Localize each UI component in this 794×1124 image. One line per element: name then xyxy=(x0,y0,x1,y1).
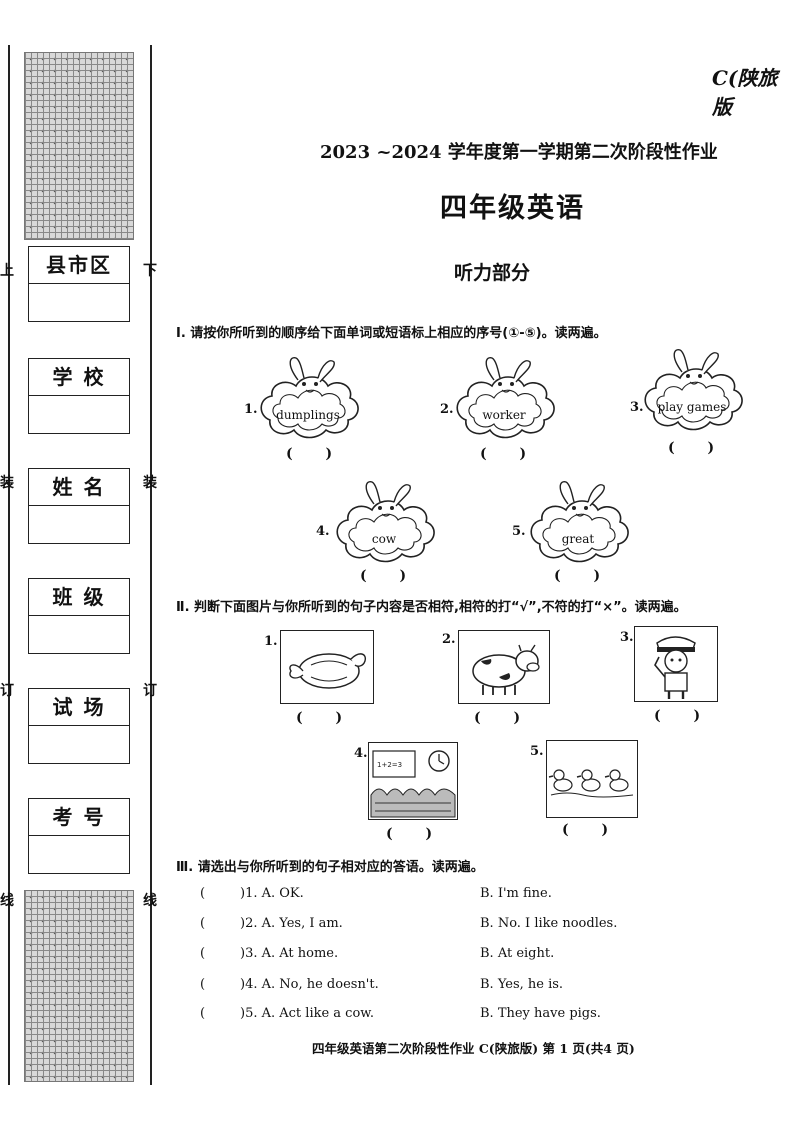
s3-row3-paren[interactable]: ( xyxy=(200,946,206,961)
roast-chicken-icon xyxy=(289,653,366,689)
s1-cloud-1: dumplings xyxy=(256,354,360,442)
s2-item4-number: 4. xyxy=(354,746,368,761)
section3-instruction: Ⅲ. 请选出与你所听到的句子相对应的答语。读两遍。 xyxy=(176,860,484,875)
page-footer: 四年级英语第二次阶段性作业 C(陕旅版) 第 1 页(共4 页) xyxy=(312,1041,635,1056)
cloud-icon xyxy=(336,480,435,563)
s1-word-4: cow xyxy=(371,532,397,546)
field-school[interactable]: 学 校 xyxy=(28,358,130,434)
s1-answer-5[interactable]: ( ) xyxy=(554,568,615,584)
s2-picture-5 xyxy=(546,740,638,818)
ducks-icon xyxy=(548,769,634,798)
field-label: 考 号 xyxy=(29,799,129,836)
field-label: 试 场 xyxy=(29,689,129,726)
subject-title: 四年级英语 xyxy=(440,193,585,224)
classroom-clock-icon: 1+2=3 xyxy=(370,750,456,818)
field-exam-room[interactable]: 试 场 xyxy=(28,688,130,764)
binding-mark-right-2: 装 xyxy=(143,475,157,491)
binding-line-right xyxy=(150,45,152,1085)
s2-item1-number: 1. xyxy=(264,634,278,649)
s2-answer-5[interactable]: ( ) xyxy=(562,822,623,838)
binding-mark-right-4: 线 xyxy=(143,893,157,909)
s2-answer-4[interactable]: ( ) xyxy=(386,826,447,842)
binding-mark-left-3: 订 xyxy=(0,683,14,699)
s3-row1-paren[interactable]: ( xyxy=(200,886,206,901)
s2-answer-1[interactable]: ( ) xyxy=(296,710,357,726)
s2-picture-3 xyxy=(634,626,718,702)
binding-line-left xyxy=(8,45,10,1085)
cloud-icon xyxy=(644,348,743,431)
s1-cloud-3: play games xyxy=(640,346,744,434)
field-county[interactable]: 县市区 xyxy=(28,246,130,322)
s1-answer-3[interactable]: ( ) xyxy=(668,440,729,456)
s1-answer-2[interactable]: ( ) xyxy=(480,446,541,462)
s1-word-5: great xyxy=(561,532,595,546)
field-label: 班 级 xyxy=(29,579,129,616)
s3-row4-option-b: B. Yes, he is. xyxy=(480,977,564,992)
binding-mark-left-4: 线 xyxy=(0,893,14,909)
field-label: 姓 名 xyxy=(29,469,129,506)
s3-row2-option-a: )2. A. Yes, I am. xyxy=(240,916,343,931)
cow-icon xyxy=(472,644,540,695)
s1-item5-number: 5. xyxy=(512,524,526,539)
version-label: C(陕旅版 xyxy=(712,66,778,119)
field-name[interactable]: 姓 名 xyxy=(28,468,130,544)
binding-mark-right-1: 下 xyxy=(143,263,157,279)
s3-row5-paren[interactable]: ( xyxy=(200,1006,206,1021)
s2-item3-number: 3. xyxy=(620,630,634,645)
s1-item2-number: 2. xyxy=(440,402,454,417)
s1-answer-1[interactable]: ( ) xyxy=(286,446,347,462)
s2-picture-1 xyxy=(280,630,374,704)
exam-title: 2023 ~2024 学年度第一学期第二次阶段性作业 xyxy=(320,142,718,163)
section1-instruction: Ⅰ. 请按你所听到的顺序给下面单词或短语标上相应的序号(①-⑤)。读两遍。 xyxy=(176,326,607,341)
s3-row5-option-a: )5. A. Act like a cow. xyxy=(240,1006,375,1021)
board-text: 1+2=3 xyxy=(377,761,402,769)
s1-word-1: dumplings xyxy=(276,408,340,422)
s2-picture-2 xyxy=(458,630,550,704)
s3-row4-paren[interactable]: ( xyxy=(200,977,206,992)
s1-cloud-2: worker xyxy=(452,354,556,442)
s1-answer-4[interactable]: ( ) xyxy=(360,568,421,584)
s3-row1-option-b: B. I'm fine. xyxy=(480,886,552,901)
s2-picture-4: 1+2=3 xyxy=(368,742,458,820)
s3-row2-paren[interactable]: ( xyxy=(200,916,206,931)
s1-item3-number: 3. xyxy=(630,400,644,415)
s3-row1-option-a: )1. A. OK. xyxy=(240,886,304,901)
s3-row3-option-b: B. At eight. xyxy=(480,946,555,961)
cloud-icon xyxy=(530,480,629,563)
pattern-block-top xyxy=(24,52,134,240)
s2-item5-number: 5. xyxy=(530,744,544,759)
s3-row4-option-a: )4. A. No, he doesn't. xyxy=(240,977,379,992)
s3-row2-option-b: B. No. I like noodles. xyxy=(480,916,618,931)
part-title: 听力部分 xyxy=(454,262,531,284)
s2-answer-2[interactable]: ( ) xyxy=(474,710,535,726)
s2-item2-number: 2. xyxy=(442,632,456,647)
s1-item1-number: 1. xyxy=(244,402,258,417)
field-label: 县市区 xyxy=(29,247,129,284)
field-exam-number[interactable]: 考 号 xyxy=(28,798,130,874)
pattern-block-bottom xyxy=(24,890,134,1082)
field-label: 学 校 xyxy=(29,359,129,396)
binding-mark-right-3: 订 xyxy=(143,683,157,699)
s2-answer-3[interactable]: ( ) xyxy=(654,708,715,724)
s1-cloud-5: great xyxy=(526,478,630,566)
s1-word-3: play games xyxy=(657,400,727,414)
policeman-icon xyxy=(654,636,696,699)
s3-row5-option-b: B. They have pigs. xyxy=(480,1006,601,1021)
s1-item4-number: 4. xyxy=(316,524,330,539)
binding-mark-left-1: 上 xyxy=(0,263,14,279)
cloud-icon xyxy=(260,356,359,439)
cloud-icon xyxy=(456,356,555,439)
s1-word-2: worker xyxy=(482,408,526,422)
s1-cloud-4: cow xyxy=(332,478,436,566)
field-class[interactable]: 班 级 xyxy=(28,578,130,654)
section2-instruction: Ⅱ. 判断下面图片与你所听到的句子内容是否相符,相符的打“√”,不符的打“×”。… xyxy=(176,600,687,615)
s3-row3-option-a: )3. A. At home. xyxy=(240,946,339,961)
binding-mark-left-2: 装 xyxy=(0,475,14,491)
